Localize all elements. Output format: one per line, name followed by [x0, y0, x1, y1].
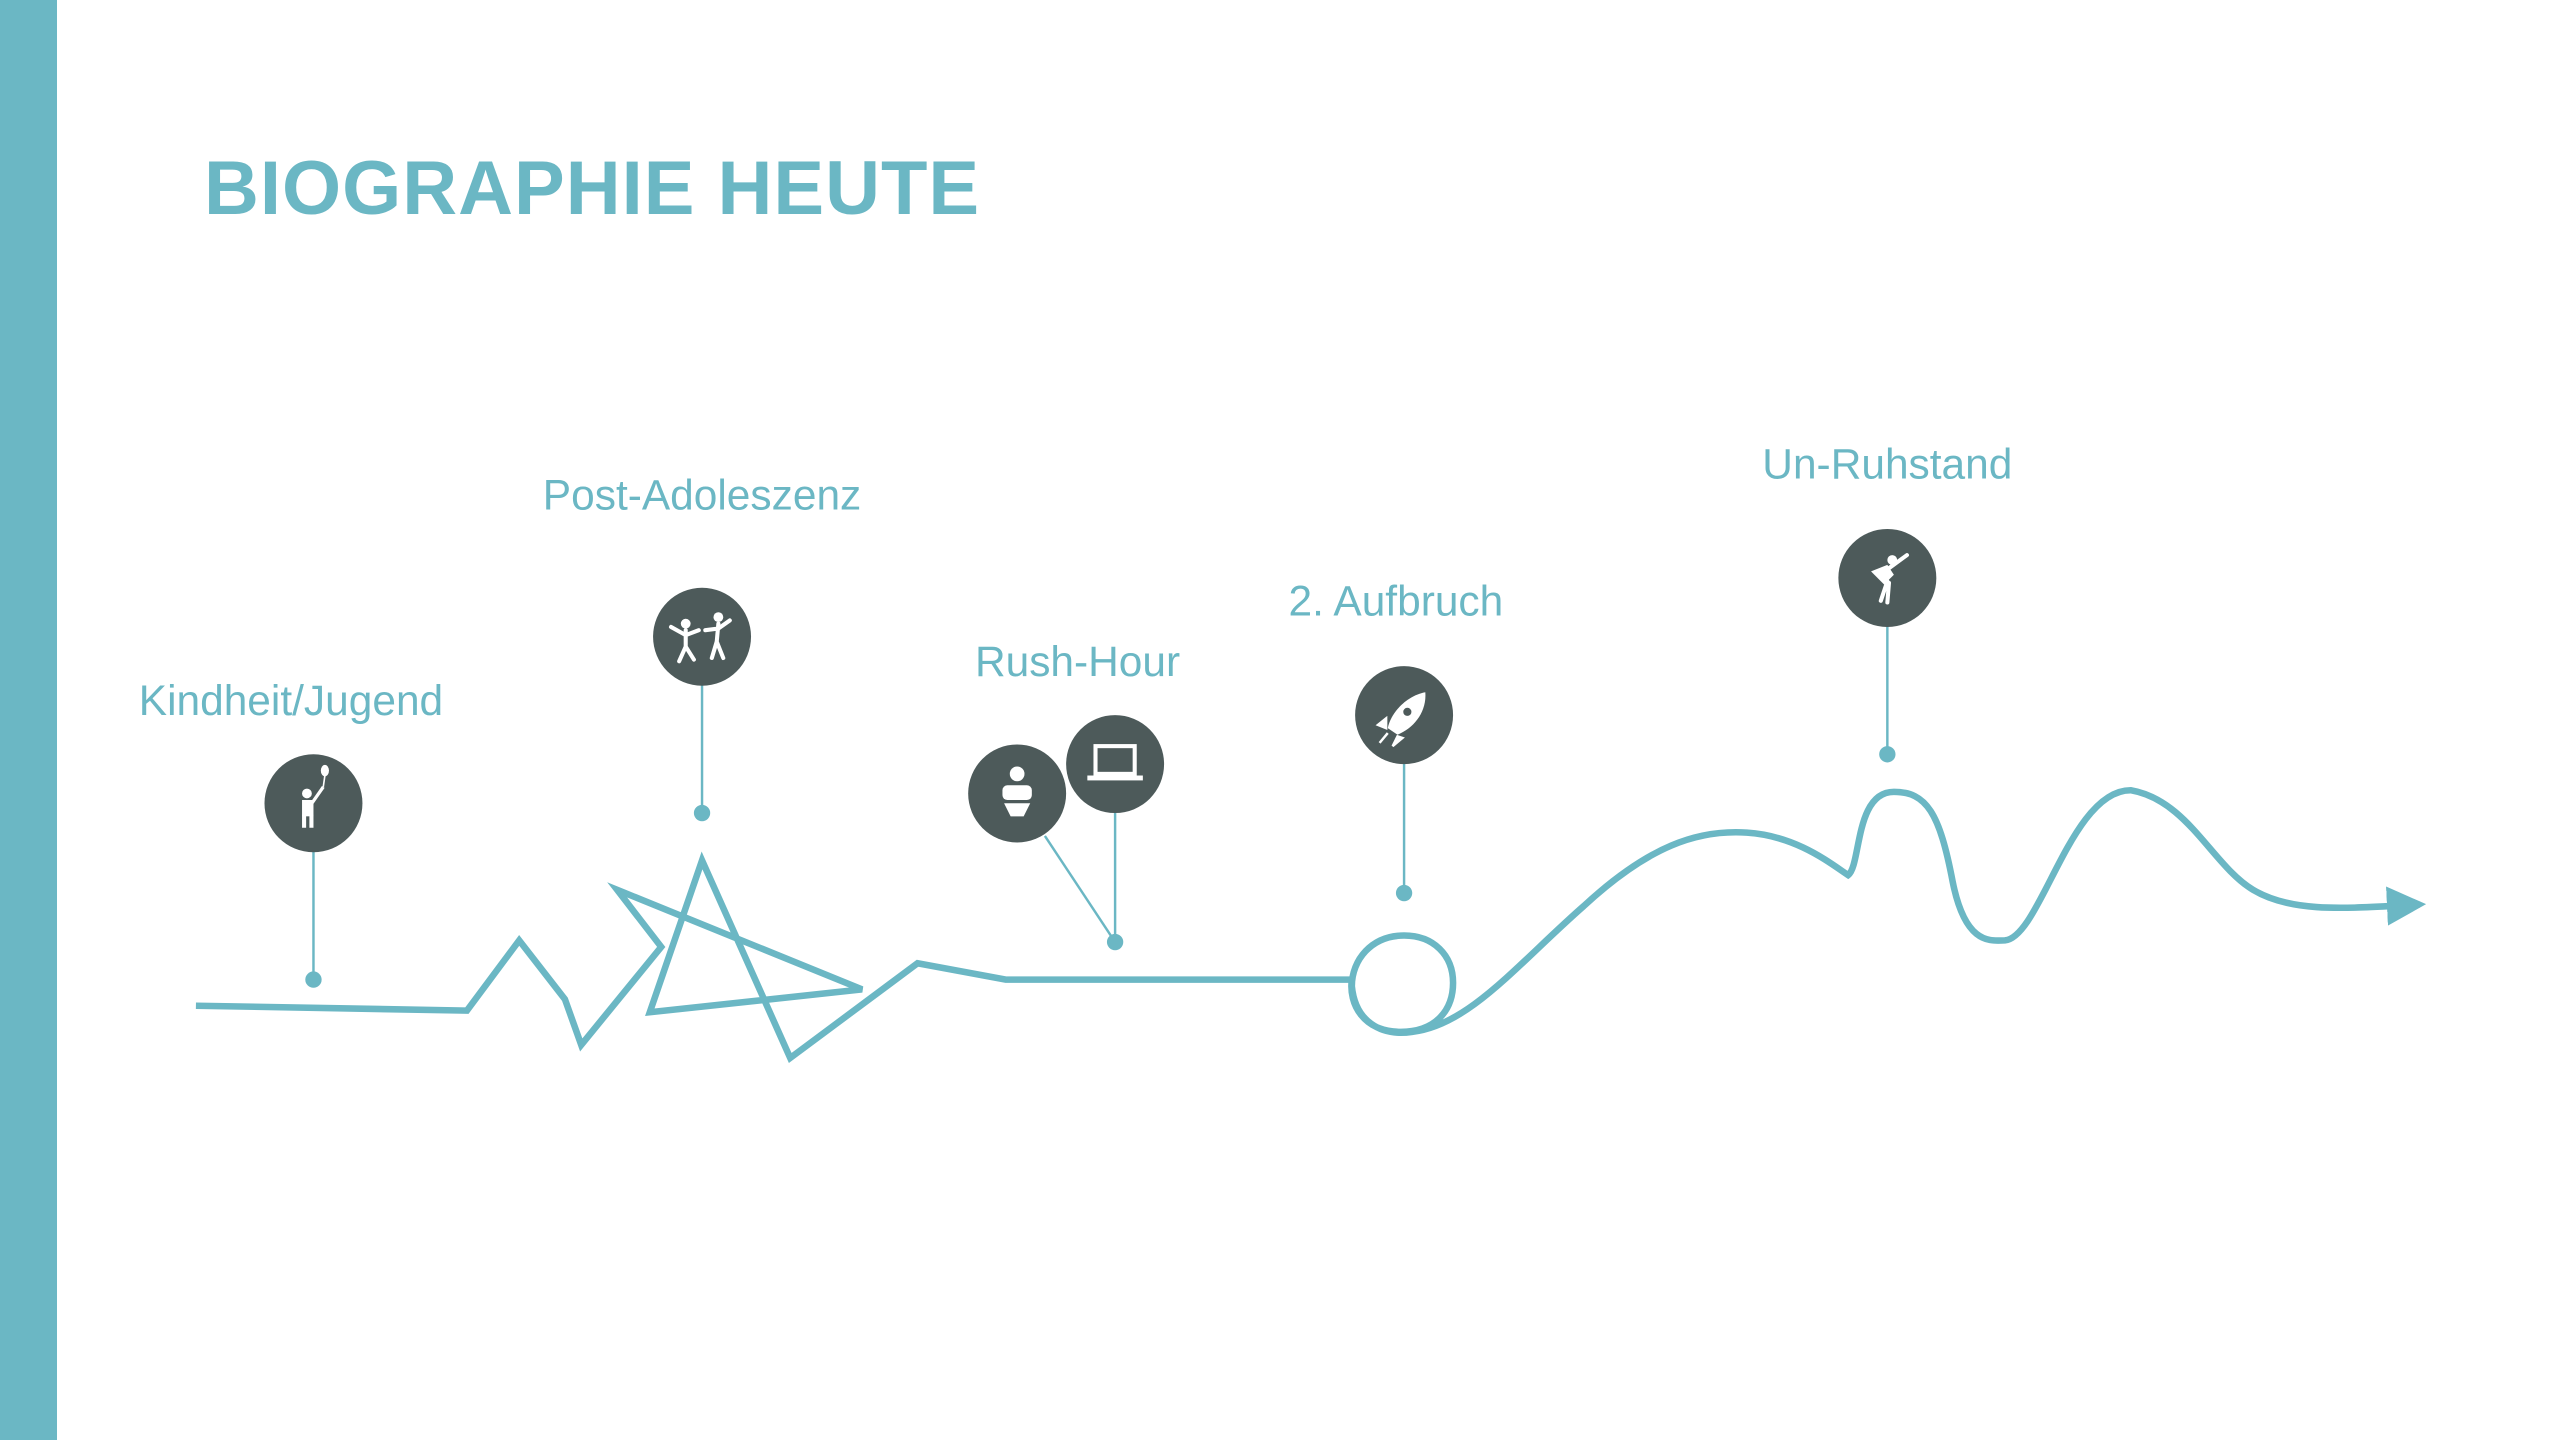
child-with-balloon-icon: [264, 754, 363, 853]
marker-dot: [1106, 933, 1124, 951]
stage-label: Rush-Hour: [975, 638, 1180, 685]
stage-label: Kindheit/Jugend: [139, 677, 443, 724]
marker-dot: [1395, 884, 1413, 902]
stage-label: Un-Ruhstand: [1762, 440, 2012, 487]
stage-label: 2. Aufbruch: [1289, 578, 1504, 625]
accent-bar: [0, 0, 57, 1440]
laptop-icon: [1066, 715, 1165, 814]
life-path-line: [195, 786, 2427, 1064]
superhero-icon: [1838, 528, 1937, 627]
stage-kindheit: Kindheit/Jugend: [139, 677, 443, 988]
rocket-icon: [1355, 666, 1454, 765]
marker-dot: [693, 804, 711, 822]
stage-label: Post-Adoleszenz: [543, 471, 861, 518]
stage-rush-hour: Rush-Hour: [968, 638, 1180, 951]
dancing-people-icon: [653, 587, 752, 686]
stage-un-ruhstand: Un-Ruhstand: [1762, 440, 2012, 763]
page-title: BIOGRAPHIE HEUTE: [204, 146, 981, 231]
stage-aufbruch: 2. Aufbruch: [1289, 578, 1504, 902]
marker-dot: [305, 971, 322, 988]
marker-dot: [1879, 746, 1896, 763]
stage-post-adoleszenz: Post-Adoleszenz: [543, 471, 861, 822]
baby-icon: [968, 744, 1067, 843]
